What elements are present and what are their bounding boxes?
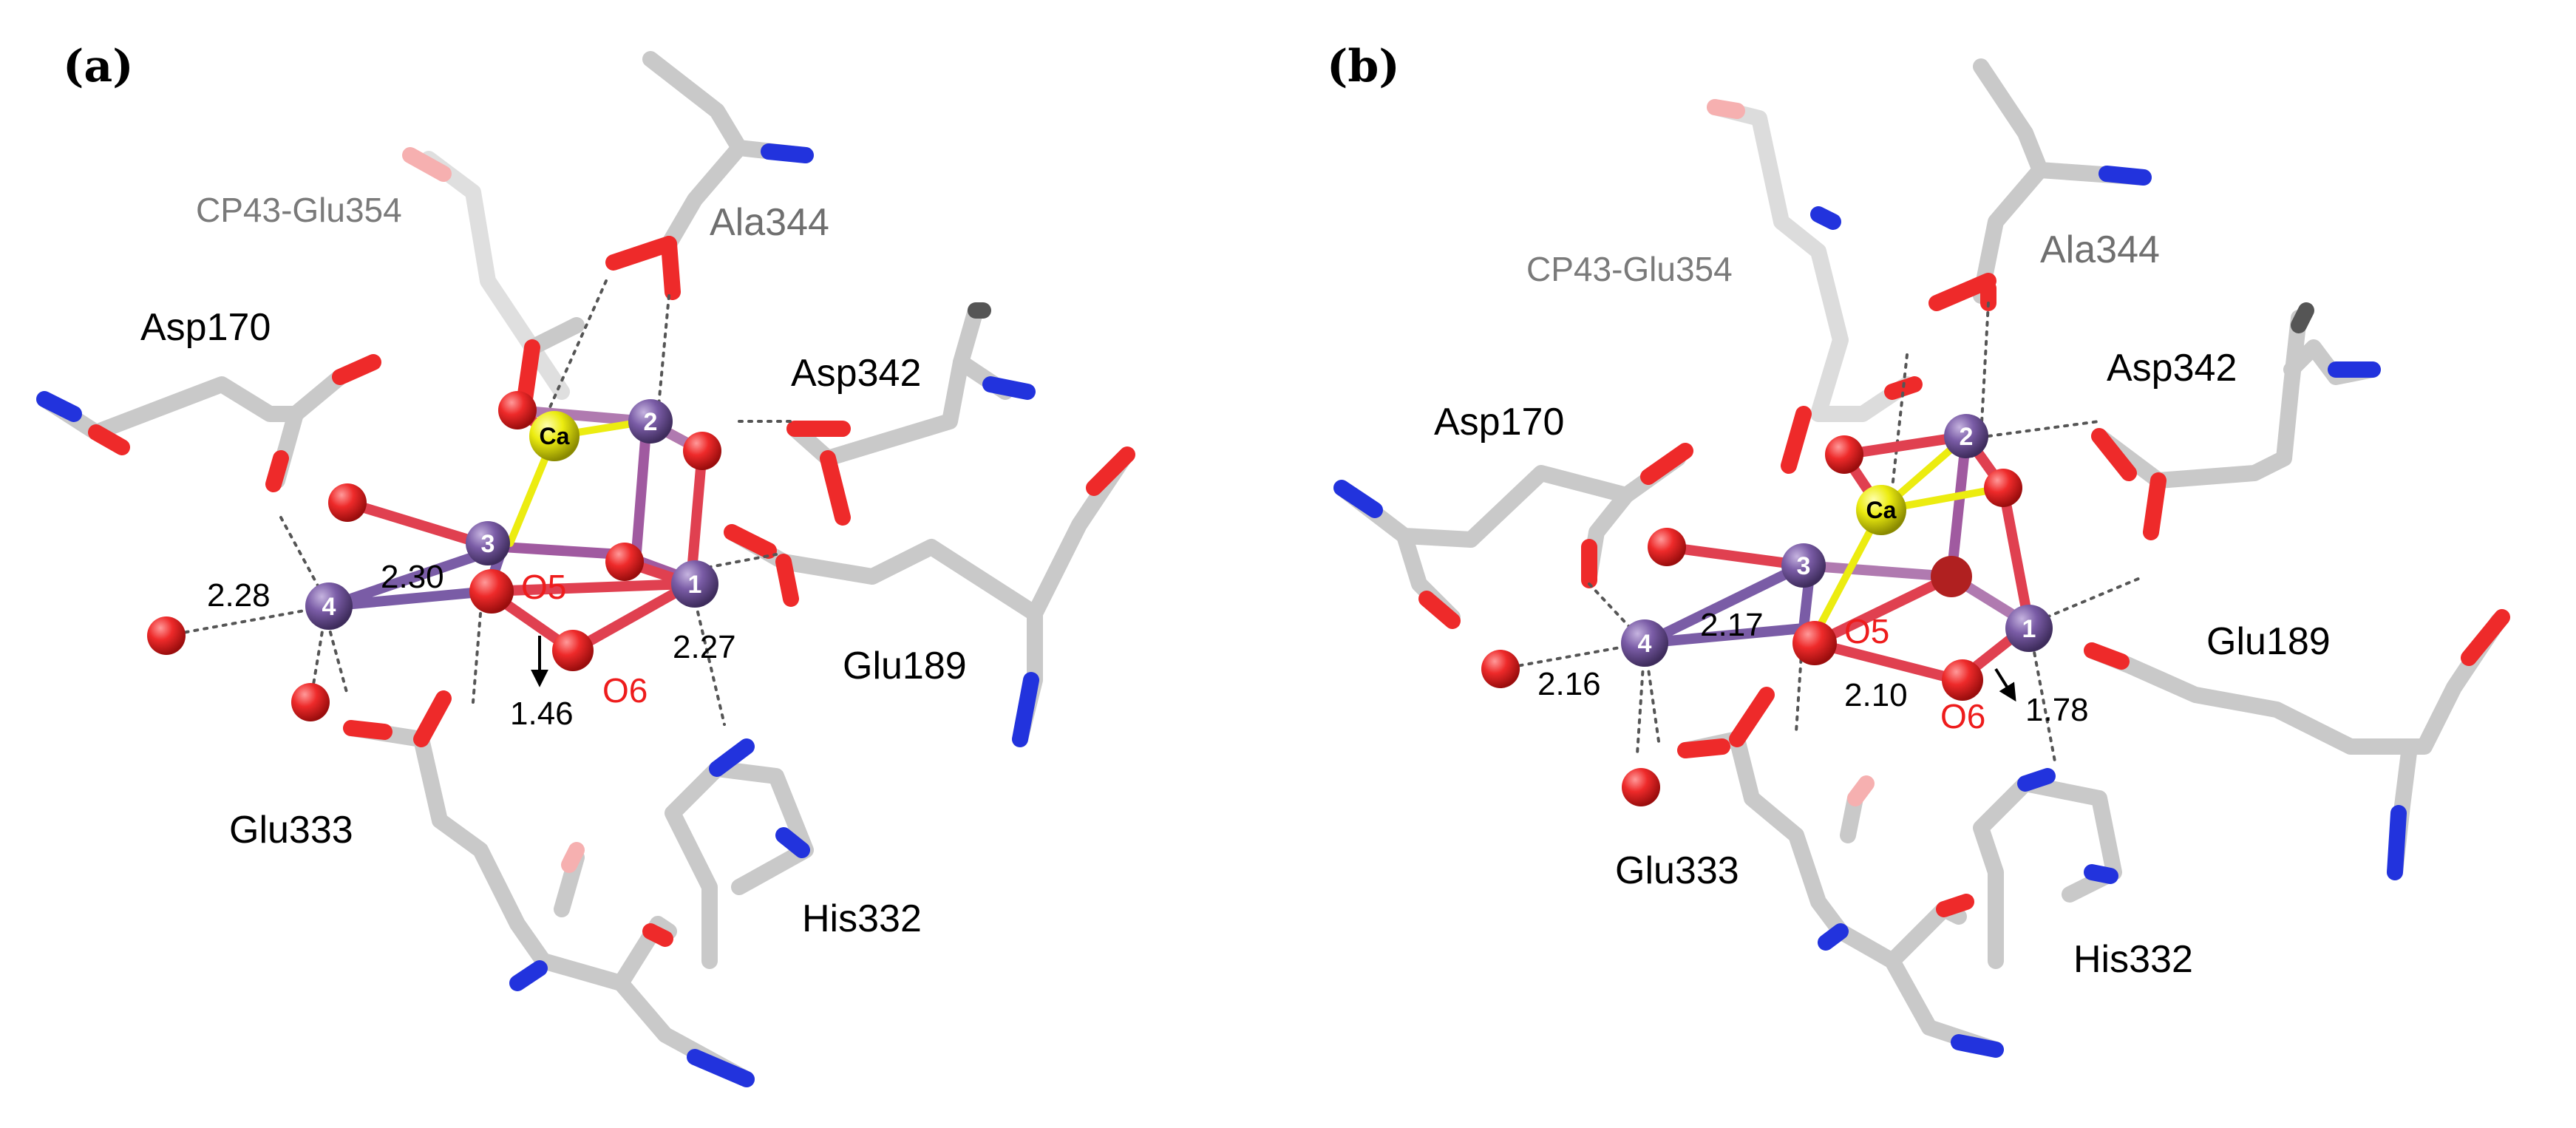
label-o6: O6: [1940, 697, 1985, 735]
label-glu189: Glu189: [843, 645, 967, 687]
mn1-label: 1: [2022, 615, 2036, 643]
oxygen-atom: [498, 391, 537, 429]
residue-sticks: [36, 51, 1135, 1087]
mn3-label: 3: [481, 530, 495, 558]
label-glu189: Glu189: [2206, 620, 2331, 663]
calcium-atom: [529, 411, 580, 461]
panel-label: (a): [63, 41, 134, 92]
water-oxygen: [1622, 768, 1660, 806]
oxygen-atom: [1931, 556, 1972, 597]
oxygen-atom: [605, 543, 644, 581]
label-cp43-glu354: CP43-Glu354: [1526, 250, 1733, 288]
label-his332: His332: [2073, 938, 2193, 981]
distance-o6-mn1: 2.27: [673, 629, 736, 665]
mn1-label: 1: [688, 571, 702, 599]
hydrogen-bonds: [165, 279, 796, 726]
mn2-atom: [1944, 414, 1988, 458]
cluster-bonds: [324, 405, 707, 656]
mn1-atom: [671, 560, 718, 608]
label-glu333: Glu333: [229, 809, 353, 852]
mn4-label: 4: [322, 593, 336, 621]
oxygen-atoms: [1481, 435, 2022, 806]
manganese-atoms: 4 3 2 1 Ca: [1621, 414, 2053, 667]
o6-mn1-arrow: [1994, 667, 2016, 702]
o6-atom: [552, 630, 594, 671]
o5-atom: [1792, 621, 1837, 665]
calcium-label: Ca: [540, 423, 570, 449]
distance-o6-mn1: 1.78: [2025, 692, 2089, 728]
mn3-atom: [466, 521, 510, 565]
distance-mn4-o5: 2.17: [1700, 607, 1764, 643]
o5-atom: [469, 569, 514, 614]
water-oxygen: [291, 683, 330, 721]
label-asp342: Asp342: [2107, 347, 2237, 390]
manganese-atoms: 4 3 2 1 Ca: [305, 399, 718, 630]
mn2-label: 2: [644, 408, 658, 436]
oxygen-atom: [328, 483, 367, 522]
label-ala344: Ala344: [710, 201, 829, 244]
label-o5: O5: [521, 568, 566, 606]
mn4-label: 4: [1638, 630, 1652, 658]
oxygen-atom: [1984, 469, 2022, 507]
water-oxygen: [147, 616, 186, 655]
distance-mn4-o5: 2.30: [381, 559, 444, 595]
oxygen-atom: [683, 432, 721, 470]
oxygen-atom: [1648, 528, 1686, 566]
mn2-label: 2: [1960, 423, 1974, 451]
water-oxygen: [1481, 650, 1520, 688]
label-glu333: Glu333: [1615, 849, 1739, 892]
mn2-atom: [628, 399, 673, 444]
label-asp170: Asp170: [140, 306, 271, 349]
label-asp342: Asp342: [791, 352, 921, 395]
mn4-atom: [1621, 619, 1668, 667]
label-ala344: Ala344: [2040, 228, 2160, 271]
mn3-label: 3: [1797, 552, 1811, 580]
label-o5: O5: [1844, 612, 1889, 650]
calcium-atom: [1856, 485, 1906, 535]
distance-w-mn4: 2.16: [1537, 666, 1601, 702]
o6-atom: [1942, 659, 1983, 701]
residue-sticks: [1333, 58, 2510, 1058]
distance-w-mn4: 2.28: [207, 577, 271, 614]
label-his332: His332: [802, 897, 922, 940]
cluster-bonds: [1639, 431, 2034, 685]
mn4-atom: [305, 582, 353, 630]
panel-a: (a): [36, 41, 1135, 1087]
oxygen-atom: [1825, 435, 1863, 474]
oxygen-atoms: [147, 391, 721, 721]
distance-o5-o6: 1.46: [510, 696, 574, 732]
panel-label: (b): [1327, 41, 1400, 92]
mn1-atom: [2005, 605, 2053, 652]
label-cp43-glu354: CP43-Glu354: [196, 191, 402, 229]
label-o6: O6: [602, 671, 648, 710]
panel-b: (b): [1327, 41, 2510, 1058]
calcium-label: Ca: [1866, 497, 1897, 523]
label-asp170: Asp170: [1434, 401, 1564, 444]
distance-o5-o6: 2.10: [1844, 677, 1908, 713]
mn3-atom: [1781, 543, 1826, 588]
